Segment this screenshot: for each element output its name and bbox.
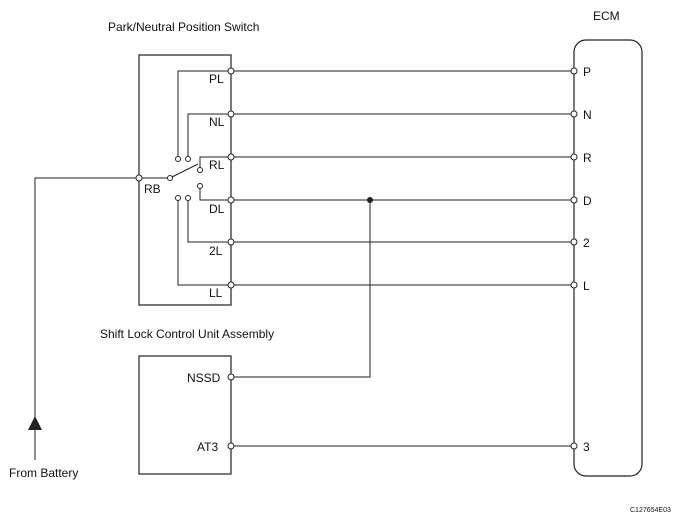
switch-pin-pl: PL <box>209 72 224 86</box>
ecm-pin-r: R <box>583 151 592 165</box>
shift-lock-unit-box <box>138 355 232 475</box>
ecm-title: ECM <box>593 9 620 23</box>
junction-dot <box>367 197 373 203</box>
ecm-terminal-n <box>570 110 578 118</box>
ecm-pin-l: L <box>583 279 590 293</box>
ecm-terminal-d <box>570 196 578 204</box>
switch-blade <box>169 163 199 179</box>
internal-nl <box>187 113 231 156</box>
ecm-terminal-p <box>570 67 578 75</box>
contact-r <box>197 167 203 173</box>
internal-2l <box>187 200 231 243</box>
internal-pl <box>177 70 231 156</box>
ecm-box <box>573 39 643 477</box>
contact-2 <box>185 195 191 201</box>
switch-pin-2l: 2L <box>209 244 223 258</box>
ecm-pin-p: P <box>583 65 591 79</box>
ecm-pin-n: N <box>583 108 592 122</box>
terminal-pl <box>227 67 235 75</box>
shift-lock-pin-nssd: NSSD <box>187 371 221 385</box>
terminal-rb <box>135 174 143 182</box>
switch-pin-rb: RB <box>144 182 161 196</box>
switch-pin-rl: RL <box>209 158 225 172</box>
contact-p <box>175 156 181 162</box>
ecm-terminal-2 <box>570 238 578 246</box>
switch-title: Park/Neutral Position Switch <box>108 20 259 34</box>
ecm-terminal-l <box>570 281 578 289</box>
terminal-at3 <box>227 442 235 450</box>
switch-pin-dl: DL <box>209 202 225 216</box>
internal-ll <box>177 200 231 286</box>
battery-arrow-icon <box>28 416 42 430</box>
shift-lock-title: Shift Lock Control Unit Assembly <box>100 327 274 341</box>
contact-pivot <box>167 175 173 181</box>
shift-lock-pin-at3: AT3 <box>197 440 218 454</box>
ecm-terminal-r <box>570 153 578 161</box>
terminal-ll <box>227 281 235 289</box>
battery-label: From Battery <box>9 466 78 480</box>
ecm-pin-d: D <box>583 194 592 208</box>
terminal-nl <box>227 110 235 118</box>
contact-l <box>175 195 181 201</box>
contact-d <box>197 183 203 189</box>
switch-pin-ll: LL <box>209 286 223 300</box>
terminal-dl <box>227 196 235 204</box>
terminal-nssd <box>227 373 235 381</box>
ecm-pin-3: 3 <box>583 440 590 454</box>
wire-nssd-branch <box>231 200 371 378</box>
switch-pin-nl: NL <box>209 115 225 129</box>
wire-battery-rb <box>34 177 139 460</box>
internal-rl <box>199 156 231 168</box>
park-neutral-switch-box <box>138 54 232 306</box>
terminal-rl <box>227 153 235 161</box>
contact-n <box>185 156 191 162</box>
ecm-pin-2: 2 <box>583 236 590 250</box>
internal-dl <box>199 188 231 201</box>
figure-code: C127654E03 <box>630 507 671 514</box>
ecm-terminal-3 <box>570 442 578 450</box>
terminal-2l <box>227 238 235 246</box>
